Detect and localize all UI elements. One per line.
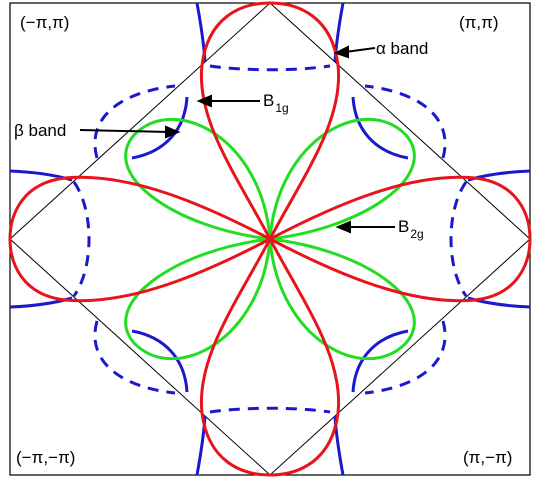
blue-dash-bottom (209, 406, 331, 414)
blue-dashed-arcs (72, 64, 468, 414)
blue-dash-br (364, 320, 447, 395)
arrow-alpha-head (333, 45, 349, 59)
corner-label-top-right: (π,π) (459, 13, 499, 32)
blue-pocket-tr (351, 96, 409, 160)
corner-label-top-left: (−π,π) (20, 13, 69, 32)
b1g-main: B (263, 91, 274, 110)
blue-dash-left (72, 181, 91, 297)
blue-dash-tl (93, 84, 176, 159)
blue-dash-tr (364, 84, 447, 159)
blue-dash-right (449, 181, 468, 297)
blue-pocket-tl (131, 96, 189, 160)
blue-dash-bl (93, 320, 176, 395)
b2g-main: B (398, 217, 409, 236)
annotation-arrows (79, 45, 395, 234)
b1g-subscript: 1g (275, 101, 288, 115)
arrow-beta-head (165, 125, 181, 139)
corner-label-bottom-left: (−π,−π) (16, 448, 75, 467)
b1g-label: B1g (263, 91, 289, 115)
arrow-beta-line (79, 129, 170, 133)
blue-dash-top (209, 64, 331, 72)
b2g-label: B2g (398, 217, 424, 241)
blue-pocket-bl (131, 329, 189, 393)
green-petal-lower-right (268, 237, 416, 361)
green-petals (124, 117, 416, 361)
beta-band-label: β band (14, 121, 66, 140)
arrow-b2g-head (335, 220, 351, 234)
red-petal-bottom (199, 235, 341, 477)
green-petal-lower-left (124, 237, 272, 361)
corner-label-bottom-right: (π,−π) (463, 448, 512, 467)
red-petal-left (8, 175, 274, 303)
red-petal-top (199, 1, 341, 243)
green-petal-upper-right (268, 117, 416, 241)
red-petal-right (266, 175, 532, 303)
red-petals (8, 1, 532, 477)
green-petal-upper-left (124, 117, 272, 241)
arrow-alpha-line (344, 47, 376, 53)
arrow-b1g-head (196, 94, 212, 108)
blue-pocket-br (351, 329, 409, 393)
alpha-band-label: α band (376, 39, 428, 58)
b2g-subscript: 2g (410, 227, 423, 241)
